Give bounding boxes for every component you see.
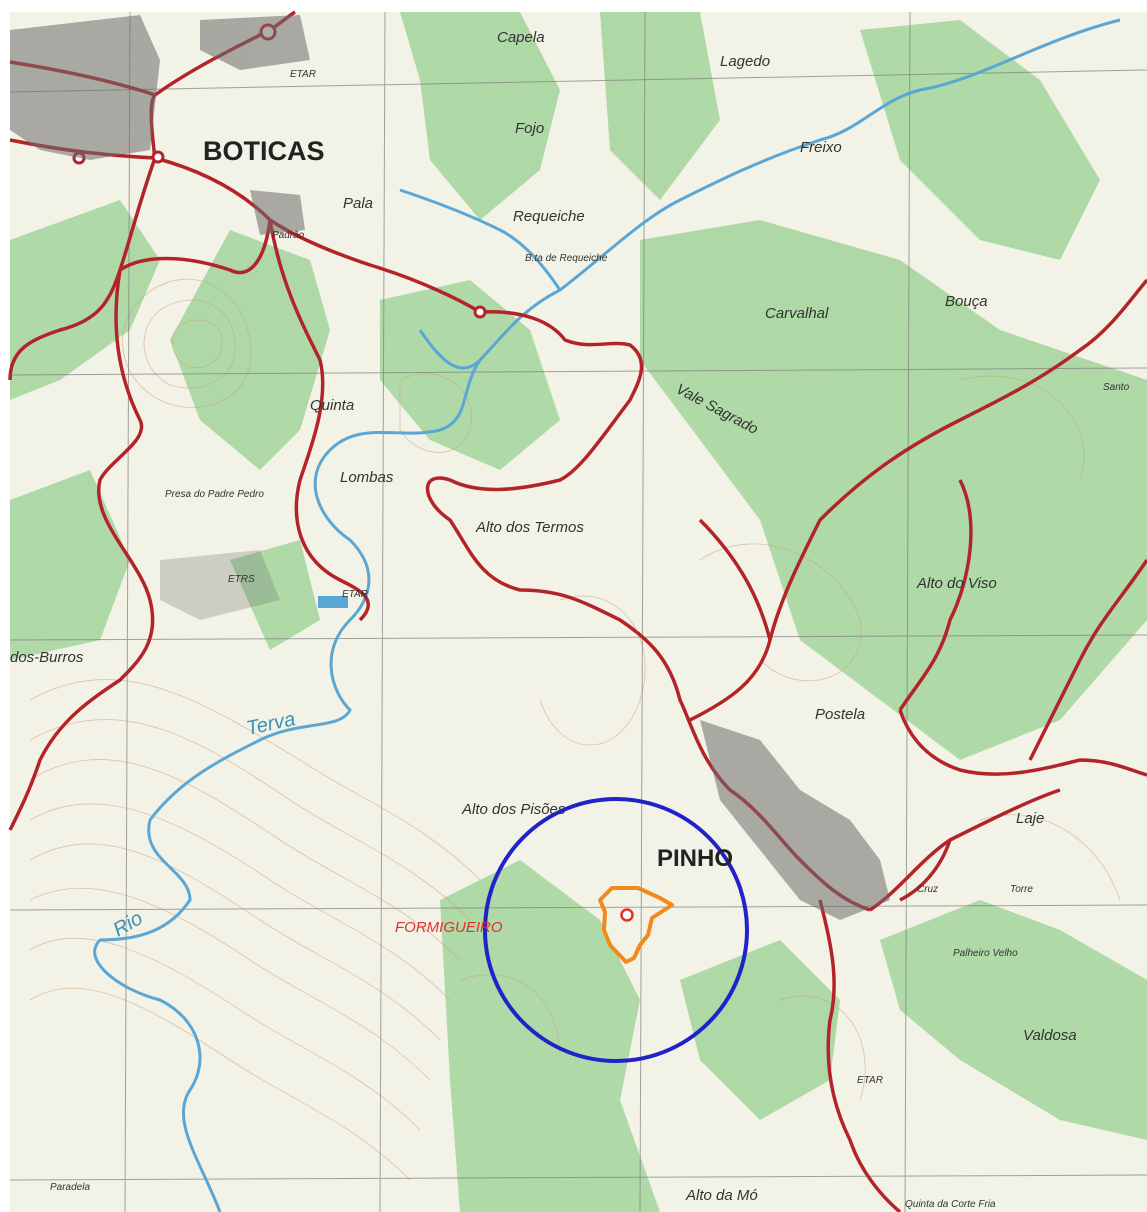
label-alto-do-viso: Alto do Viso (916, 575, 997, 592)
label-valdosa: Valdosa (1023, 1027, 1077, 1044)
label-pala: Pala (343, 195, 373, 212)
label-freixo: Freixo (800, 139, 842, 156)
label-laje: Laje (1016, 810, 1044, 827)
built-up-areas (10, 15, 890, 920)
label-palheiro-velho: Palheiro Velho (953, 948, 1018, 959)
rivers (93, 18, 1121, 1212)
label-padrao: Padrão (272, 230, 305, 241)
label-lagedo: Lagedo (720, 53, 770, 70)
label-quinta-corte-fria: Quinta da Corte Fria (905, 1199, 996, 1210)
label-alto-dos-pisoes: Alto dos Pisões (461, 801, 566, 818)
contour-lines (29, 278, 1121, 1181)
label-postela: Postela (815, 706, 865, 723)
label-formigueiro: FORMIGUEIRO (395, 919, 503, 936)
reservoir (318, 596, 348, 608)
label-etar-mid: ETAR (342, 589, 368, 600)
label-santo: Santo (1103, 382, 1130, 393)
label-fojo: Fojo (515, 120, 544, 137)
label-carvalhal: Carvalhal (765, 305, 829, 322)
label-quinta: Quinta (310, 397, 354, 414)
label-lombas: Lombas (340, 469, 394, 486)
label-paradela: Paradela (50, 1182, 90, 1193)
buffer-circle (483, 797, 749, 1063)
label-capela: Capela (497, 29, 545, 46)
label-torre: Torre (1010, 884, 1033, 895)
label-requeiche: Requeiche (513, 208, 585, 225)
label-alto-da-mo: Alto da Mó (685, 1187, 758, 1204)
label-bouca: Bouça (945, 293, 988, 310)
label-cruz: Cruz (917, 884, 938, 895)
label-bta-requeiche: B.ta de Requeiche (525, 253, 608, 264)
roads (8, 10, 1147, 1212)
label-alto-dos-termos: Alto dos Termos (475, 519, 584, 536)
label-boticas: BOTICAS (203, 136, 325, 166)
label-etar-bottom: ETAR (857, 1075, 883, 1086)
label-pinho: PINHO (657, 845, 733, 872)
site-point (620, 908, 634, 922)
label-etrs: ETRS (228, 574, 255, 585)
parcel-boundary (598, 886, 674, 964)
label-dos-burros: dos-Burros (10, 649, 84, 666)
label-presa: Presa do Padre Pedro (165, 489, 264, 500)
map-grid (9, 11, 1147, 1212)
label-etar-top: ETAR (290, 69, 316, 80)
